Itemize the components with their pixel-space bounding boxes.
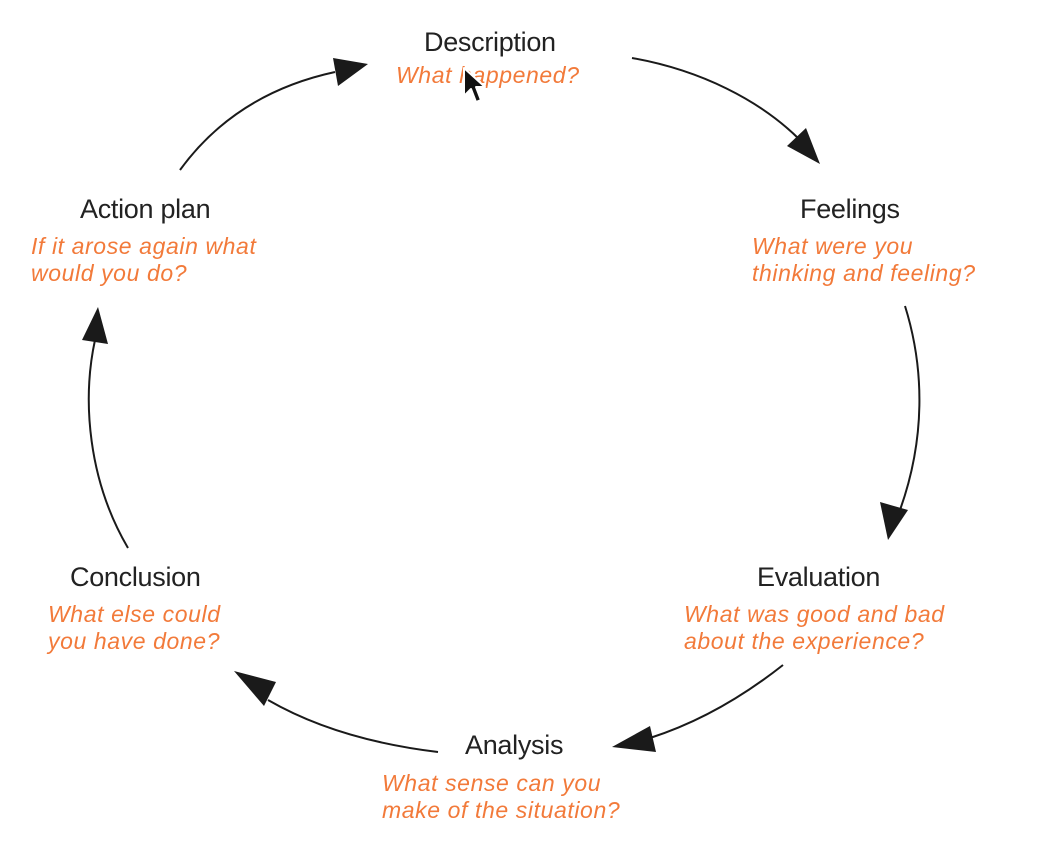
stage-title: Feelings <box>800 194 900 224</box>
arrowhead-feelings-to-evaluation <box>880 502 908 540</box>
stage-title: Action plan <box>80 194 211 224</box>
stage-feelings-question-wrap: What were you thinking and feeling? <box>752 233 976 287</box>
stage-conclusion: Conclusion <box>70 561 201 593</box>
stage-question: What else could you have done? <box>48 601 221 654</box>
arrow-evaluation-to-analysis <box>649 664 784 739</box>
arrowhead-analysis-to-conclusion <box>234 671 276 706</box>
stage-title: Evaluation <box>757 562 881 592</box>
stage-evaluation: Evaluation <box>757 561 880 593</box>
stage-evaluation-question-wrap: What was good and bad about the experien… <box>684 601 945 655</box>
stage-title: Description <box>424 27 556 57</box>
stage-analysis: Analysis <box>465 729 563 761</box>
stage-description: Description <box>424 26 556 58</box>
stage-question: What was good and bad about the experien… <box>684 601 945 654</box>
arrowhead-conclusion-to-action-plan <box>82 307 108 344</box>
arrow-action-plan-to-description <box>179 71 336 171</box>
arrowhead-evaluation-to-analysis <box>612 726 656 752</box>
stage-action-plan-question-wrap: If it arose again what would you do? <box>31 233 256 287</box>
arrow-conclusion-to-action-plan <box>87 339 129 549</box>
arrow-description-to-feelings <box>631 57 801 141</box>
arrow-analysis-to-conclusion <box>267 699 439 753</box>
arrowhead-description-to-feelings <box>787 128 820 164</box>
stage-feelings: Feelings <box>800 193 900 225</box>
stage-question: If it arose again what would you do? <box>31 233 257 286</box>
stage-title: Analysis <box>465 730 564 760</box>
stage-conclusion-question-wrap: What else could you have done? <box>48 601 221 655</box>
arrowhead-action-plan-to-description <box>333 58 368 86</box>
stage-analysis-question-wrap: What sense can you make of the situation… <box>382 770 620 824</box>
arrow-feelings-to-evaluation <box>899 305 921 511</box>
stage-title: Conclusion <box>70 562 201 592</box>
stage-question: What sense can you make of the situation… <box>382 770 621 823</box>
stage-action-plan: Action plan <box>80 193 211 225</box>
mouse-pointer-icon <box>463 67 486 103</box>
stage-question: What were you thinking and feeling? <box>752 233 976 286</box>
